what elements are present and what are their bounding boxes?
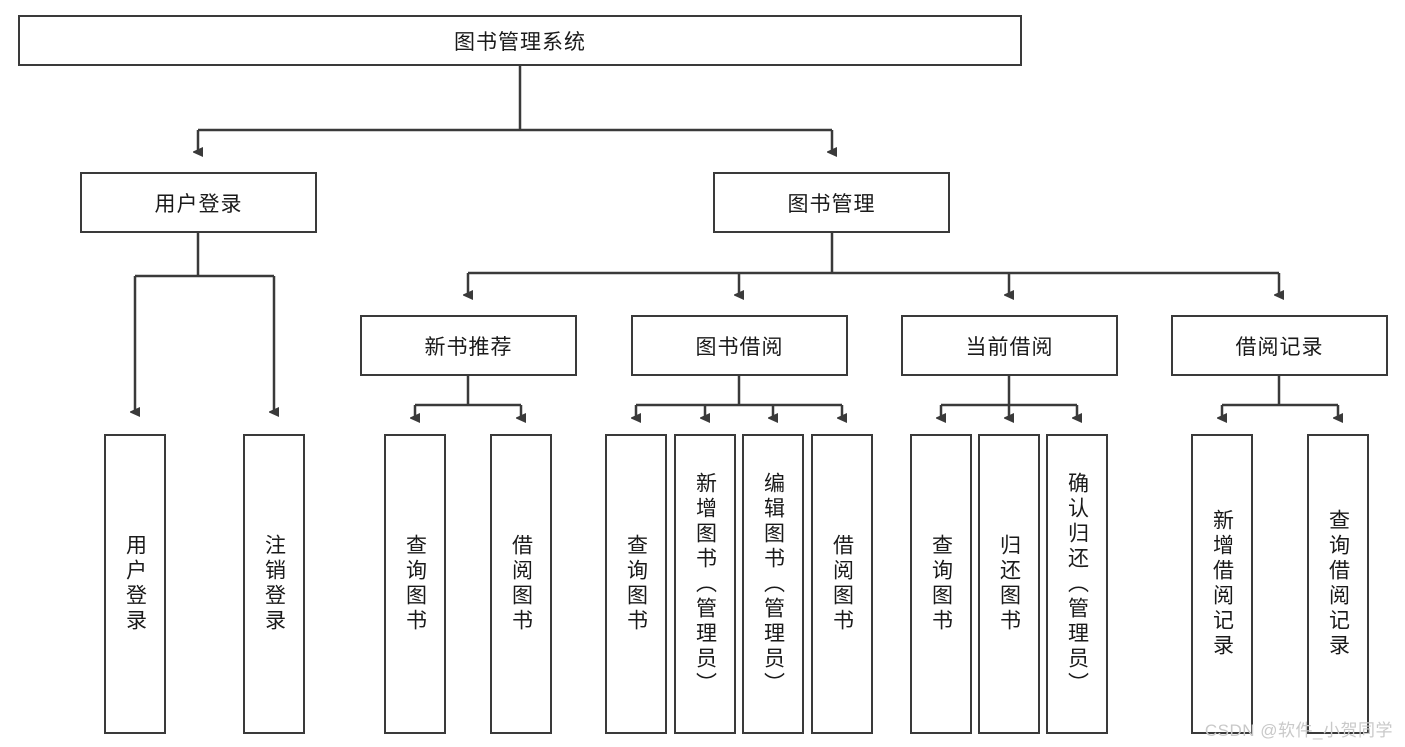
node-label: 注销登录 — [262, 534, 286, 634]
node-leaf-query-book-2[interactable]: 查询图书 — [605, 434, 667, 734]
watermark-text: CSDN @软件_小贺同学 — [1204, 721, 1393, 740]
node-label: 查询借阅记录 — [1326, 509, 1350, 659]
node-label: 新增借阅记录 — [1210, 509, 1234, 659]
node-label: 图书管理系统 — [454, 30, 586, 54]
node-book-manage[interactable]: 图书管理 — [713, 172, 950, 233]
node-label: 查询图书 — [624, 534, 648, 634]
node-leaf-borrow-book-1[interactable]: 借阅图书 — [490, 434, 552, 734]
node-new-book-recommend[interactable]: 新书推荐 — [360, 315, 577, 376]
node-book-borrow[interactable]: 图书借阅 — [631, 315, 848, 376]
node-leaf-add-book[interactable]: 新增图书（管理员） — [674, 434, 736, 734]
node-label: 确认归还（管理员） — [1065, 471, 1089, 697]
node-label: 图书借阅 — [695, 335, 784, 359]
node-leaf-logout-login[interactable]: 注销登录 — [243, 434, 305, 734]
node-leaf-add-record[interactable]: 新增借阅记录 — [1191, 434, 1253, 734]
node-leaf-query-record[interactable]: 查询借阅记录 — [1307, 434, 1369, 734]
node-borrow-record[interactable]: 借阅记录 — [1171, 315, 1388, 376]
node-label: 当前借阅 — [965, 335, 1054, 359]
node-user-login[interactable]: 用户登录 — [80, 172, 317, 233]
node-label: 新增图书（管理员） — [693, 471, 717, 697]
node-leaf-query-book-3[interactable]: 查询图书 — [910, 434, 972, 734]
node-leaf-query-book-1[interactable]: 查询图书 — [384, 434, 446, 734]
node-label: 图书管理 — [787, 192, 876, 216]
node-label: 用户登录 — [123, 534, 147, 634]
node-label: 新书推荐 — [424, 335, 513, 359]
node-leaf-confirm-return[interactable]: 确认归还（管理员） — [1046, 434, 1108, 734]
node-label: 借阅图书 — [509, 534, 533, 634]
node-leaf-user-login[interactable]: 用户登录 — [104, 434, 166, 734]
node-label: 编辑图书（管理员） — [761, 471, 785, 697]
node-root-system[interactable]: 图书管理系统 — [18, 15, 1022, 66]
node-label: 借阅图书 — [830, 534, 854, 634]
node-label: 查询图书 — [403, 534, 427, 634]
node-leaf-borrow-book-2[interactable]: 借阅图书 — [811, 434, 873, 734]
node-current-borrow[interactable]: 当前借阅 — [901, 315, 1118, 376]
node-leaf-edit-book[interactable]: 编辑图书（管理员） — [742, 434, 804, 734]
node-leaf-return-book[interactable]: 归还图书 — [978, 434, 1040, 734]
node-label: 用户登录 — [154, 192, 243, 216]
node-label: 查询图书 — [929, 534, 953, 634]
node-label: 借阅记录 — [1235, 335, 1324, 359]
node-label: 归还图书 — [997, 534, 1021, 634]
